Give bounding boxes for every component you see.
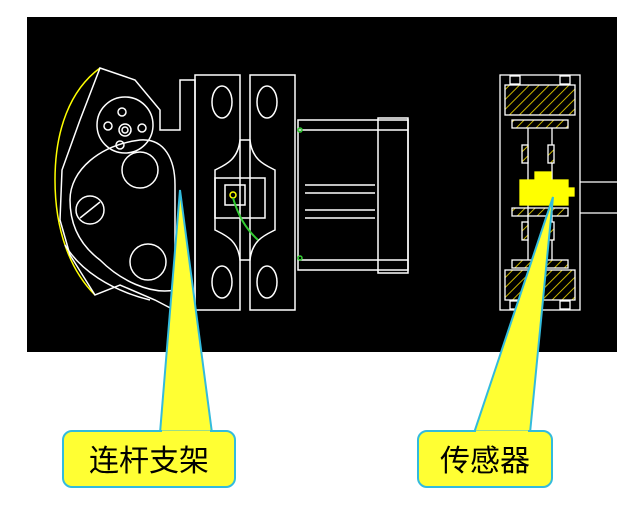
flange-top-left	[509, 75, 521, 85]
lobe-hole-upper	[121, 151, 159, 189]
load-cell-sensor	[519, 179, 569, 206]
bracket-hole-4	[256, 265, 278, 299]
pivot-hole	[75, 195, 105, 225]
rotor-hole-center	[118, 123, 132, 137]
green-wire	[232, 197, 259, 241]
bracket-center-slot	[214, 139, 276, 261]
bracket-hole-3	[211, 265, 233, 299]
flange-top-right	[559, 75, 571, 85]
rotor-hole-center-inner	[121, 126, 129, 134]
yellow-arc-edge	[54, 67, 101, 296]
load-cell-cap	[534, 171, 552, 182]
rotor-hole-3	[117, 107, 127, 117]
bracket-hole-1	[211, 85, 233, 119]
bracket-plate-left	[194, 74, 241, 311]
load-cell-tab	[565, 187, 575, 197]
callout-linkage-bracket: 连杆支架	[62, 189, 236, 488]
rail-green-mark-2	[297, 255, 303, 261]
rotor-disk	[96, 96, 154, 154]
flange-bottom-right	[559, 300, 571, 310]
callout-linkage-bracket-box	[62, 430, 236, 488]
stud-3	[521, 221, 529, 241]
bracket-hole-2	[256, 85, 278, 119]
hatch-top	[504, 84, 576, 116]
rotor-hole-1	[103, 121, 113, 131]
bracket-plate-right	[249, 74, 296, 311]
mount-plate-mid	[511, 207, 569, 217]
lobe-hole-lower	[129, 243, 167, 281]
rotor-hole-2	[137, 123, 147, 133]
stud-2	[547, 144, 555, 164]
callout-linkage-bracket-label: 连杆支架	[89, 444, 209, 479]
link-plate-inner-line	[64, 244, 151, 301]
stud-1	[521, 144, 529, 164]
rail-green-mark-1	[297, 127, 303, 133]
mount-plate-top	[511, 119, 569, 129]
callout-sensor-label: 传感器	[440, 444, 530, 479]
pivot-slot	[79, 201, 101, 219]
rail-end-block	[377, 117, 409, 274]
callout-sensor: 传感器	[417, 196, 554, 488]
link-lobe	[69, 139, 176, 292]
